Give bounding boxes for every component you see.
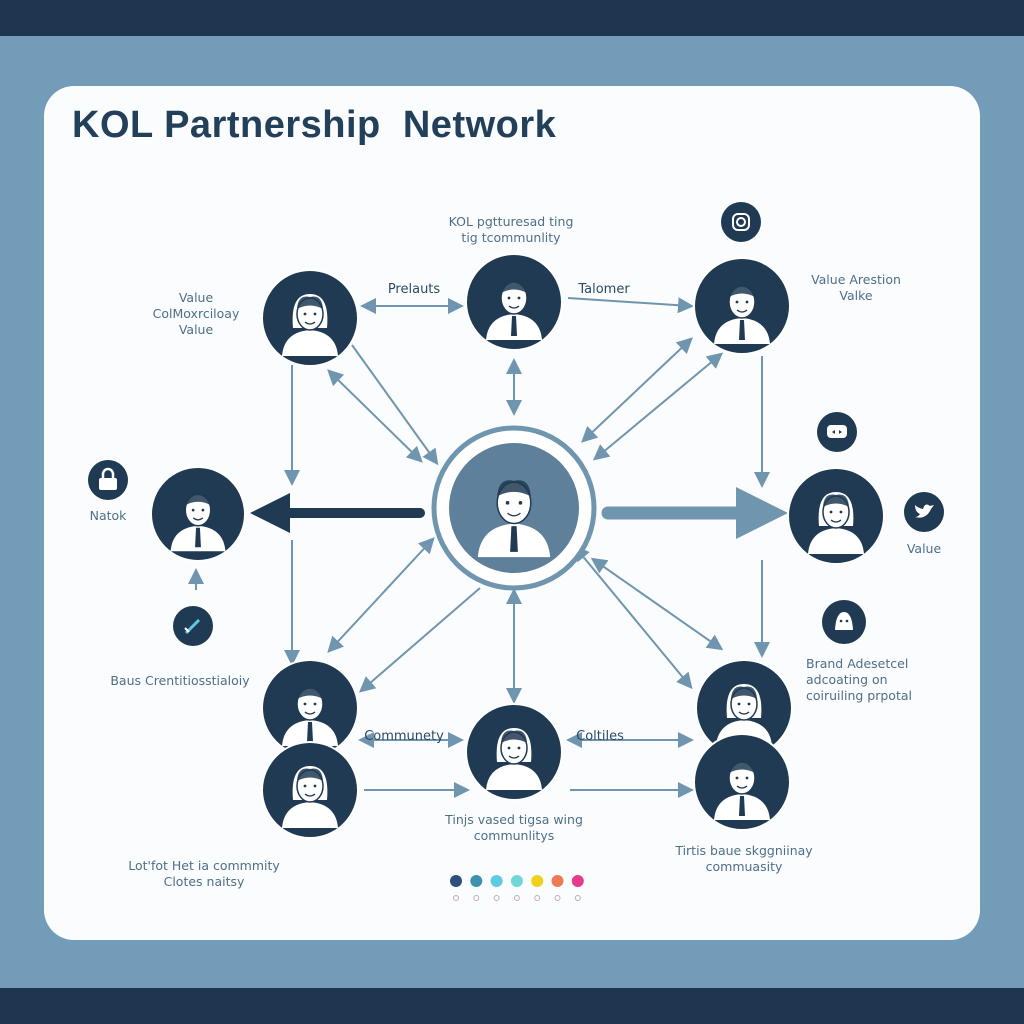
arrow-connector: [592, 352, 724, 461]
palette-marker: [453, 895, 459, 901]
kol-node-bottom-right-2[interactable]: [693, 733, 791, 831]
kol-node-bottom-left-1[interactable]: [261, 659, 359, 757]
kol-node-top-left[interactable]: [261, 269, 359, 367]
central-kol-node[interactable]: [431, 425, 597, 591]
kol-node-top-right[interactable]: [693, 257, 791, 355]
lock-icon: [88, 460, 128, 500]
arrow-connector: [327, 369, 423, 463]
arrow-connector: [351, 344, 439, 466]
label-top-center: KOL pgtturesad ting tig tcommunlity: [448, 214, 574, 245]
label-prelauts: Prelauts: [387, 282, 441, 297]
palette-marker: [493, 895, 500, 901]
palette-marker: [513, 895, 520, 901]
palette-dot: [490, 875, 503, 887]
arrow-connector: [590, 557, 724, 651]
label-talomer: Talomer: [578, 282, 630, 297]
instagram-icon: [721, 202, 761, 242]
arrow-connector: [567, 297, 694, 314]
label-mid-right: Brand Adesetcel adcoating on coiruiling …: [806, 656, 912, 703]
user-icon: [822, 600, 866, 644]
palette-dot: [510, 875, 523, 887]
palette-dot: [470, 875, 483, 887]
kol-node-top-center[interactable]: [465, 253, 563, 351]
label-mid-left: Baus Crentitiosstialoiy: [110, 673, 250, 688]
label-bottom-left: Lot'fot Het ia commmity Clotes naitsy: [128, 858, 280, 889]
top-bar: [0, 0, 1024, 36]
kol-node-bottom-left-2[interactable]: [261, 741, 359, 839]
palette-marker: [534, 895, 541, 901]
chat-icon: [817, 412, 857, 452]
arrow-connector: [358, 587, 481, 693]
label-bottom-center: Tinjs vased tigsa wing communlitys: [445, 812, 583, 843]
label-right: Value: [906, 541, 942, 556]
palette-dot: [551, 875, 564, 887]
palette-dot: [571, 875, 584, 887]
kol-node-bottom-center[interactable]: [465, 703, 563, 801]
bottom-bar: [0, 988, 1024, 1024]
palette-marker: [574, 895, 581, 901]
page-title: KOL Partnership Network: [72, 104, 557, 146]
pen-icon: [173, 606, 213, 646]
arrow-connector: [327, 537, 435, 653]
kol-node-right[interactable]: [787, 467, 885, 565]
label-community: Communety: [364, 729, 444, 744]
label-coltiles: Coltiles: [576, 729, 624, 744]
label-left: Natok: [89, 508, 127, 523]
twitter-icon: [904, 492, 944, 532]
palette-marker: [473, 895, 480, 901]
kol-node-left[interactable]: [150, 466, 246, 562]
palette-marker: [554, 895, 561, 901]
label-bottom-right: Tirtis baue skggniinay commuasity: [675, 843, 813, 874]
palette-dot: [450, 875, 462, 887]
label-top-left: Value ColMoxrciloay Value: [152, 290, 240, 337]
arrow-connector: [573, 544, 693, 690]
palette-dot: [531, 875, 544, 887]
label-top-right: Value Arestion Valke: [811, 272, 901, 303]
